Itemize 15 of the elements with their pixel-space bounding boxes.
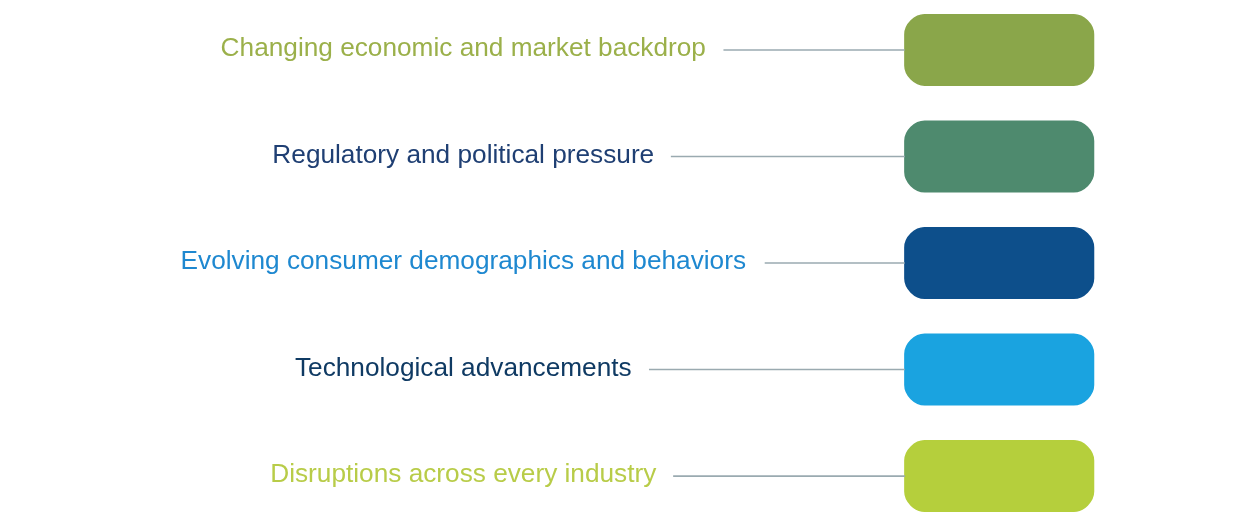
node-text: Regulatory and political pressure <box>272 138 655 169</box>
node-band <box>904 120 1095 193</box>
node-text: Disruptions across every industry <box>270 458 657 489</box>
connector <box>763 262 906 264</box>
connector <box>722 49 906 51</box>
node-band <box>904 226 1095 300</box>
node-text: Changing economic and market backdrop <box>220 32 706 63</box>
node-band <box>904 13 1095 86</box>
node-text: Evolving consumer demographics and behaviors <box>180 245 747 276</box>
node-text: Technological advancements <box>294 351 632 382</box>
connector <box>670 155 906 158</box>
node-band <box>904 333 1095 406</box>
connector <box>648 368 906 371</box>
connector <box>672 475 906 477</box>
node-band <box>904 440 1095 513</box>
